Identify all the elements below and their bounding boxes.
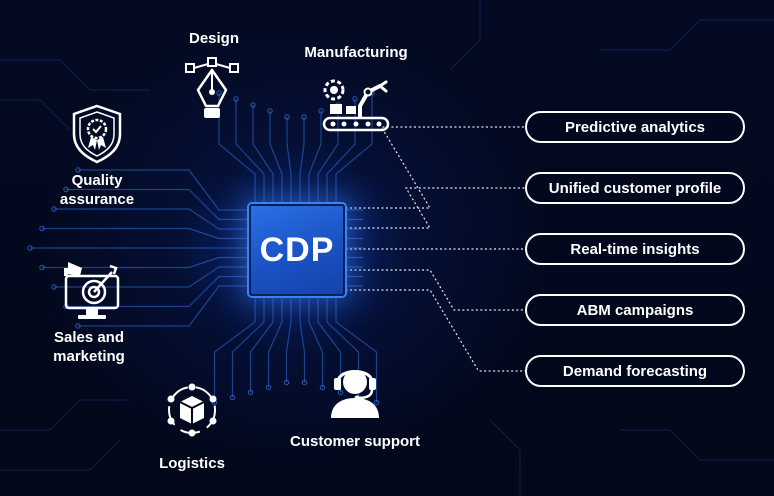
circuit-node bbox=[265, 384, 272, 391]
function-label-manufacturing: Manufacturing bbox=[304, 44, 408, 61]
circuit-node bbox=[229, 394, 236, 401]
circuit-trace bbox=[252, 105, 274, 204]
cdp-chip-body: CDP bbox=[249, 204, 345, 296]
capability-label: Real-time insights bbox=[570, 240, 700, 258]
circuit-node bbox=[373, 399, 380, 406]
circuit-node bbox=[27, 245, 33, 251]
function-label-line: Sales and bbox=[53, 329, 125, 346]
circuit-trace bbox=[0, 59, 150, 91]
circuit-trace bbox=[286, 117, 292, 204]
circuit-trace bbox=[285, 292, 292, 383]
circuit-trace bbox=[620, 429, 774, 461]
circuit-trace bbox=[42, 227, 249, 240]
function-label-design: Design bbox=[188, 30, 239, 47]
circuit-node bbox=[39, 225, 45, 232]
target-monitor-icon bbox=[64, 262, 120, 319]
circuit-trace bbox=[317, 105, 339, 204]
circuit-trace bbox=[78, 285, 249, 327]
capability-label: ABM campaigns bbox=[576, 301, 694, 319]
robot-arm-conveyor-icon bbox=[322, 79, 390, 132]
quality-badge-icon bbox=[72, 104, 122, 164]
capability-label: Unified customer profile bbox=[548, 179, 722, 197]
function-label-line: Quality bbox=[71, 172, 123, 189]
circuit-node bbox=[318, 108, 324, 114]
function-label-logistics: Logistics bbox=[159, 455, 225, 472]
circuit-trace bbox=[231, 292, 265, 398]
circuit-trace bbox=[78, 169, 249, 211]
circuit-trace bbox=[213, 292, 256, 403]
capability-pill-predictive-analytics: Predictive analytics bbox=[525, 111, 745, 143]
circuit-trace bbox=[449, 0, 481, 71]
circuit-trace bbox=[235, 99, 265, 204]
circuit-trace bbox=[66, 275, 249, 308]
circuit-node bbox=[319, 384, 326, 391]
circuit-node bbox=[284, 114, 290, 120]
circuit-node bbox=[233, 96, 239, 102]
circuit-node bbox=[247, 389, 254, 396]
circuit-node bbox=[250, 102, 256, 108]
circuit-trace bbox=[335, 292, 378, 403]
capability-connector bbox=[341, 269, 525, 311]
circuit-node bbox=[337, 389, 344, 396]
circuit-node bbox=[216, 90, 222, 96]
capability-label: Predictive analytics bbox=[564, 118, 706, 136]
circuit-node bbox=[301, 379, 308, 386]
cdp-label: CDP bbox=[259, 230, 335, 269]
circuit-trace bbox=[249, 292, 274, 393]
function-label-quality-assurance: Quality assurance bbox=[37, 171, 157, 209]
package-network-icon bbox=[167, 383, 217, 437]
circuit-trace bbox=[0, 439, 121, 471]
capability-connector bbox=[341, 126, 525, 209]
circuit-node bbox=[301, 114, 307, 120]
circuit-node bbox=[283, 379, 290, 386]
circuit-trace bbox=[600, 19, 774, 51]
circuit-node bbox=[51, 284, 57, 290]
function-label-customer-support: Customer support bbox=[289, 433, 420, 450]
capability-pill-unified-customer-profile: Unified customer profile bbox=[525, 172, 745, 204]
function-label-sales-marketing: Sales and marketing bbox=[29, 328, 149, 366]
circuit-trace bbox=[308, 292, 324, 388]
circuit-trace bbox=[299, 292, 306, 383]
function-label-line: assurance bbox=[59, 191, 135, 208]
circuit-node bbox=[63, 186, 69, 193]
circuit-node bbox=[352, 96, 358, 102]
circuit-trace bbox=[267, 292, 283, 388]
circuit-trace bbox=[308, 111, 322, 204]
circuit-trace bbox=[299, 117, 305, 204]
circuit-trace bbox=[326, 99, 356, 204]
circuit-trace bbox=[66, 188, 249, 221]
circuit-trace bbox=[489, 419, 521, 496]
circuit-trace bbox=[54, 208, 249, 230]
circuit-node bbox=[39, 264, 45, 271]
capability-pill-abm-campaigns: ABM campaigns bbox=[525, 294, 745, 326]
circuit-trace bbox=[0, 399, 130, 431]
function-label-line: marketing bbox=[53, 348, 125, 365]
circuit-trace bbox=[269, 111, 283, 204]
headset-agent-icon bbox=[331, 370, 379, 418]
capability-connector bbox=[341, 289, 525, 372]
cdp-chip: CDP bbox=[245, 200, 345, 296]
circuit-node bbox=[75, 167, 81, 173]
capability-connector bbox=[341, 187, 525, 229]
pen-tool-icon bbox=[185, 57, 239, 118]
circuit-node bbox=[51, 206, 57, 212]
capability-pill-demand-forecasting: Demand forecasting bbox=[525, 355, 745, 387]
circuit-trace bbox=[0, 99, 71, 131]
circuit-trace bbox=[54, 266, 249, 288]
circuit-trace bbox=[218, 93, 256, 204]
circuit-node bbox=[75, 323, 81, 329]
capability-label: Demand forecasting bbox=[562, 362, 708, 380]
circuit-node bbox=[267, 108, 273, 114]
circuit-trace bbox=[317, 292, 342, 393]
capability-pill-real-time-insights: Real-time insights bbox=[525, 233, 745, 265]
